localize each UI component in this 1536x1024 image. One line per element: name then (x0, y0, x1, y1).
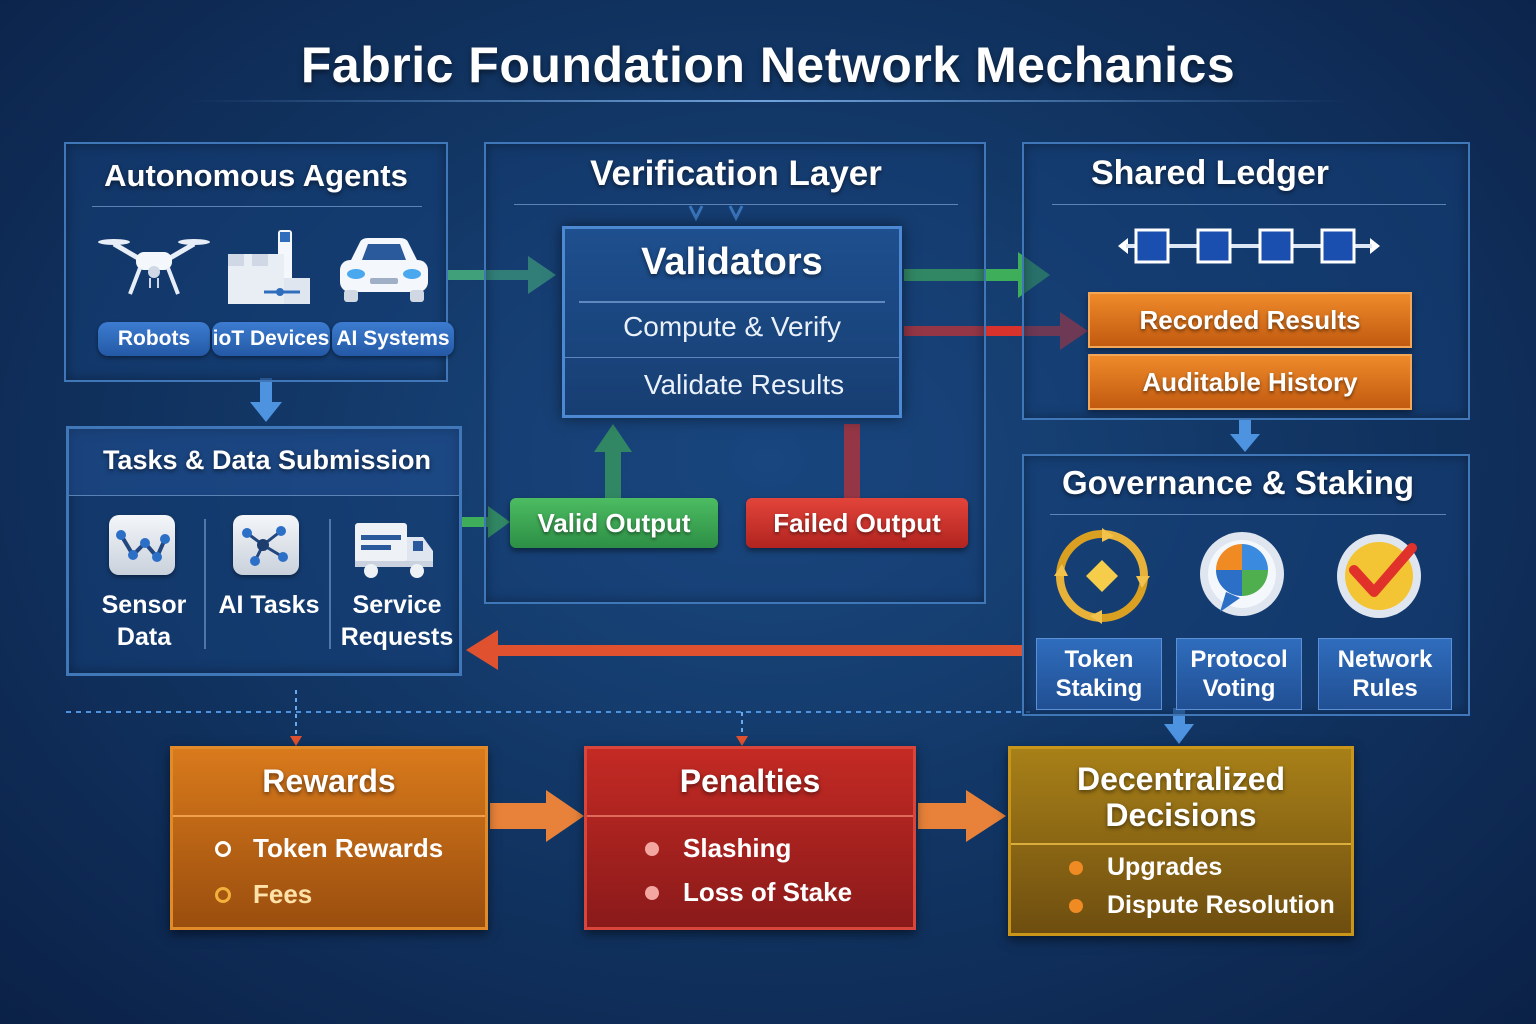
recorded-results-button[interactable]: Recorded Results (1088, 292, 1412, 348)
decentralized-decisions-box: Decentralized Decisions Upgrades Dispute… (1008, 746, 1354, 936)
truck-icon (355, 523, 433, 578)
autonomous-agents-panel: Autonomous Agents Robots ioT Devices AI … (64, 142, 454, 382)
validators-row-compute: Compute & Verify (623, 311, 841, 342)
penalties-item-loss-label: Loss of Stake (683, 877, 853, 907)
rewards-item-fees: Fees (215, 879, 312, 910)
arrow-penalties-to-decisions (918, 790, 1006, 842)
page-title: Fabric Foundation Network Mechanics (300, 37, 1236, 93)
validators-divider-1 (579, 301, 885, 303)
arrow-governance-to-tasks (466, 630, 1022, 670)
pill-ai-systems[interactable]: AI Systems (332, 322, 454, 356)
validators-title: Validators (641, 241, 823, 283)
rewards-box: Rewards Token Rewards Fees (170, 746, 488, 930)
decisions-item-dispute: Dispute Resolution (1069, 891, 1335, 920)
title-underline (190, 100, 1346, 102)
staking-cycle-icon (1054, 528, 1150, 624)
penalties-divider (587, 815, 913, 817)
tasks-col-divider-1 (204, 519, 206, 649)
mini-arrows (688, 205, 744, 222)
task-label-sensor-data: Sensor Data (101, 591, 187, 651)
dot-bullet-icon (1069, 860, 1083, 875)
tasks-submission-panel: Tasks & Data Submission Sensor Data AI T… (66, 426, 462, 676)
decisions-item-upgrades-label: Upgrades (1107, 853, 1223, 881)
agents-title: Autonomous Agents (104, 158, 408, 193)
network-rules-button[interactable]: Network Rules (1318, 638, 1452, 710)
penalties-item-loss: Loss of Stake (645, 877, 852, 908)
tasks-header-bg (69, 429, 459, 495)
arrow-valid-output-up (594, 424, 632, 498)
arrow-ledger-to-governance (1230, 418, 1260, 452)
arrow-tasks-to-valid-output (460, 506, 510, 538)
tasks-col-divider-2 (329, 519, 331, 649)
penalties-item-slashing: Slashing (645, 833, 791, 864)
tasks-title: Tasks & Data Submission (102, 445, 432, 475)
decisions-item-upgrades: Upgrades (1069, 853, 1222, 882)
decisions-divider (1011, 843, 1351, 845)
ledger-title: Shared Ledger (1090, 154, 1330, 192)
failed-output-badge: Failed Output (746, 498, 968, 548)
rewards-item-fees-label: Fees (253, 879, 313, 909)
penalties-box: Penalties Slashing Loss of Stake (584, 746, 916, 930)
auditable-history-button[interactable]: Auditable History (1088, 354, 1412, 410)
network-nodes-icon (233, 515, 299, 575)
decisions-item-dispute-label: Dispute Resolution (1107, 891, 1335, 919)
validators-divider-2 (565, 357, 899, 358)
agents-divider (92, 206, 422, 207)
governance-title: Governance & Staking (1061, 464, 1415, 501)
car-icon (340, 238, 428, 302)
arrow-rewards-to-penalties (490, 790, 584, 842)
rewards-item-token: Token Rewards (215, 833, 443, 864)
governance-divider (1050, 514, 1446, 515)
arrow-agents-to-validators (446, 256, 556, 294)
rewards-item-token-label: Token Rewards (253, 833, 444, 863)
decisions-title: Decentralized Decisions (1076, 761, 1286, 833)
ledger-divider (1052, 204, 1446, 205)
rewards-divider (173, 815, 485, 817)
ring-bullet-icon (215, 840, 231, 857)
validators-row-validate: Validate Results (643, 369, 845, 400)
task-label-ai-tasks: AI Tasks (218, 591, 320, 619)
task-label-service-requests: Service Requests (340, 591, 454, 651)
checkmark-shield-icon (1337, 534, 1421, 618)
tasks-divider (69, 495, 459, 496)
line-validators-to-failed (844, 424, 860, 498)
ring-bullet-icon (215, 886, 231, 903)
dot-bullet-icon (1069, 898, 1083, 913)
rewards-title: Rewards (262, 763, 396, 799)
valid-output-badge: Valid Output (510, 498, 718, 548)
penalties-title: Penalties (679, 763, 821, 799)
drone-icon (98, 239, 210, 295)
token-staking-button[interactable]: Token Staking (1036, 638, 1162, 710)
protocol-voting-button[interactable]: Protocol Voting (1176, 638, 1302, 710)
voting-chat-icon (1200, 532, 1284, 616)
validators-box: Validators Compute & Verify Validate Res… (562, 226, 902, 418)
dot-bullet-icon (645, 841, 659, 856)
verification-divider (514, 204, 958, 205)
dot-bullet-icon (645, 885, 659, 900)
sensor-chart-icon (109, 515, 175, 575)
penalties-item-slashing-label: Slashing (683, 833, 792, 863)
governance-staking-panel: Governance & Staking Token Staking Proto… (1022, 454, 1470, 716)
blockchain-icon (1118, 228, 1380, 264)
arrow-agents-to-tasks (250, 378, 282, 422)
pill-iot-devices[interactable]: ioT Devices (212, 322, 330, 356)
pill-robots[interactable]: Robots (98, 322, 210, 356)
verification-title: Verification Layer (590, 154, 882, 193)
iot-factory-icon (228, 230, 310, 304)
